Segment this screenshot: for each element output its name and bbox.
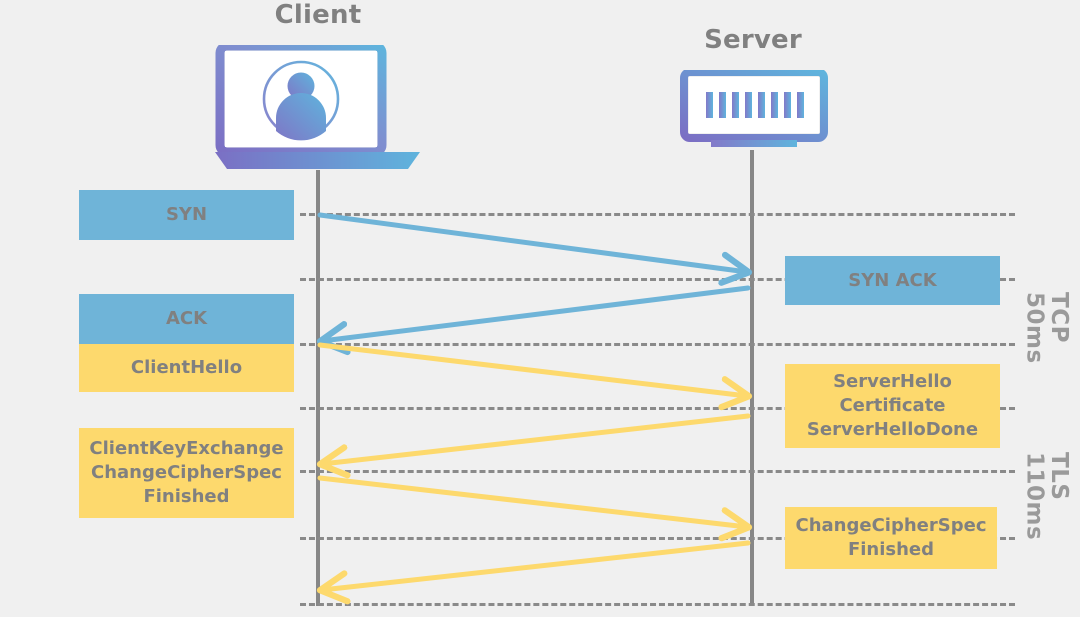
message-label-syn: SYN	[165, 204, 208, 226]
time-guide-2	[300, 278, 1015, 281]
arrow-syn	[317, 212, 747, 272]
arrow-server-change-cipher	[322, 540, 751, 590]
client-actor-label: Client	[274, 0, 362, 30]
message-label-syn-ack: SYN ACK	[848, 269, 937, 291]
message-label-server-hello: ServerHello Certificate ServerHelloDone	[806, 371, 979, 440]
message-box-server-change-cipher[interactable]: ChangeCipherSpec Finished	[785, 507, 997, 569]
time-guide-4	[300, 407, 1015, 410]
arrow-client-hello	[317, 342, 747, 396]
message-box-ack[interactable]: ACK	[79, 294, 294, 344]
message-box-syn-ack[interactable]: SYN ACK	[785, 256, 1000, 305]
client-lifeline	[316, 170, 320, 606]
message-label-server-change-cipher: ChangeCipherSpec Finished	[795, 515, 987, 560]
phase-label-tcp: TCP 50ms	[1021, 292, 1072, 364]
arrow-server-hello	[322, 413, 751, 464]
message-box-syn[interactable]: SYN	[79, 190, 294, 240]
arrow-client-key-exchange	[317, 475, 747, 527]
time-guide-3	[300, 343, 1015, 346]
message-label-ack: ACK	[165, 308, 208, 330]
message-box-server-hello[interactable]: ServerHello Certificate ServerHelloDone	[785, 364, 1000, 448]
time-guide-5	[300, 470, 1015, 473]
message-box-client-key-exchange[interactable]: ClientKeyExchange ChangeCipherSpec Finis…	[79, 428, 294, 518]
arrow-syn-ack	[322, 285, 751, 341]
message-label-client-key-exchange: ClientKeyExchange ChangeCipherSpec Finis…	[89, 438, 284, 507]
time-guide-7	[300, 603, 1015, 606]
message-label-client-hello: ClientHello	[130, 357, 243, 379]
server-rack-icon	[680, 70, 828, 147]
laptop-user-icon	[215, 45, 420, 169]
time-guide-6	[300, 537, 1015, 540]
time-guide-1	[300, 213, 1015, 216]
message-box-client-hello[interactable]: ClientHello	[79, 344, 294, 392]
phase-label-tls: TLS 110ms	[1021, 452, 1072, 541]
server-actor-label: Server	[704, 25, 802, 55]
